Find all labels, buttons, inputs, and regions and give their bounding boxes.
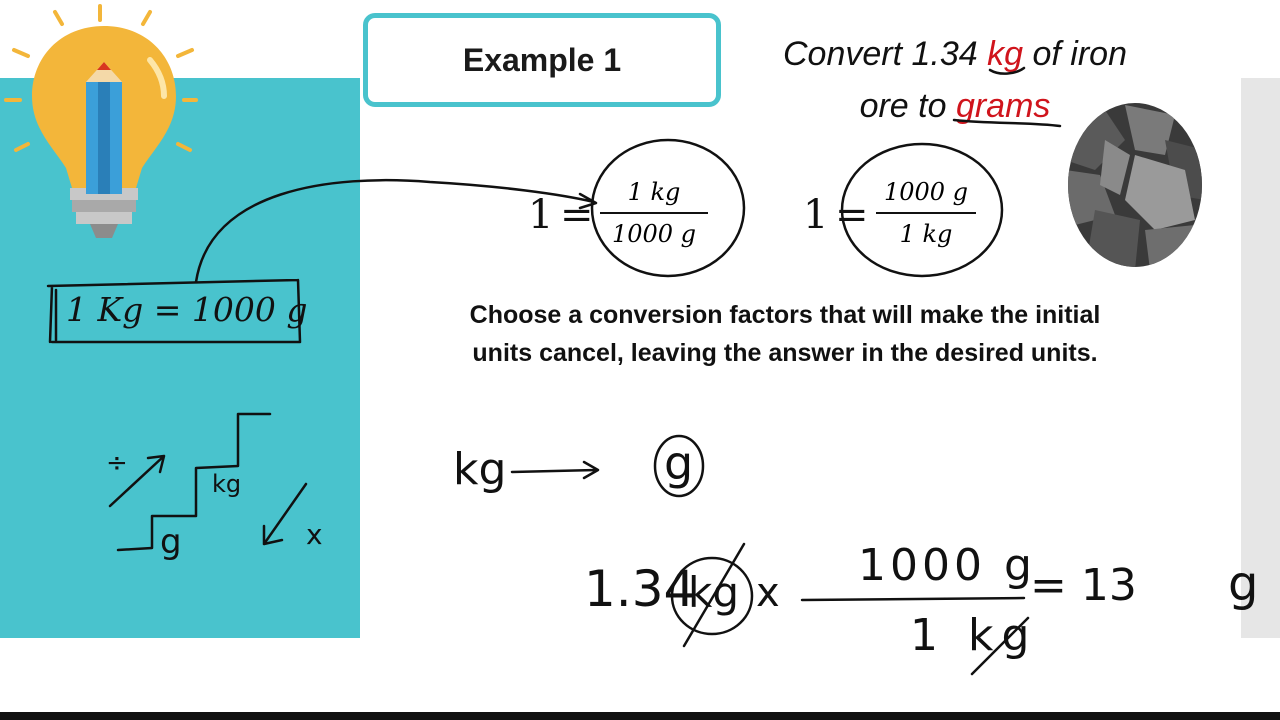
question-unit-grams: grams — [955, 87, 1051, 125]
equivalence-box — [46, 278, 302, 344]
link-arrow — [194, 178, 598, 284]
stairs-divide-label: ÷ — [106, 448, 128, 478]
path-to-unit: g — [664, 436, 694, 490]
question-part: of iron — [1023, 35, 1127, 73]
right-grey-strip — [1241, 78, 1280, 638]
path-arrow — [510, 460, 600, 480]
question-text: Convert 1.34 kg of iron ore to grams — [745, 28, 1165, 132]
factor2-equals: = — [835, 192, 869, 238]
factor1-one: 1 — [528, 192, 554, 238]
g-circle — [653, 434, 705, 498]
idea-bulb-pencil-icon — [4, 4, 198, 238]
calc-numerator: 1000 g — [858, 540, 1036, 591]
calc-given-value: 1.34 — [584, 560, 696, 618]
teal-side-panel — [0, 78, 360, 638]
down-arrow — [262, 482, 308, 546]
factor2-one: 1 — [803, 192, 829, 238]
factor1-circle — [590, 138, 746, 278]
question-part: ore to — [859, 87, 956, 125]
calc-fraction-bar — [800, 596, 1026, 602]
equivalence-statement: 1 Kg = 1000 g — [66, 290, 308, 329]
factor2-fraction: 1000 g 1 kg — [876, 178, 976, 248]
factor1-numerator: 1 kg — [627, 178, 681, 206]
factor1-denominator: 1000 g — [611, 220, 697, 248]
up-arrow — [108, 454, 166, 508]
denominator-strike — [970, 616, 1030, 676]
instruction-text: Choose a conversion factors that will ma… — [469, 301, 1101, 367]
bottom-bar — [0, 712, 1280, 720]
stairs-steps — [116, 412, 272, 552]
calc-times: x — [756, 570, 780, 616]
factor1-fraction: 1 kg 1000 g — [600, 178, 708, 248]
question-part: Convert 1.34 — [783, 35, 988, 73]
fraction-bar — [876, 212, 976, 214]
question-unit-kg: kg — [987, 35, 1024, 73]
calc-given-unit: kg — [688, 568, 739, 617]
stairs-upper-label: kg — [212, 470, 242, 498]
example-title: Example 1 — [462, 41, 622, 78]
calc-answer-unit: g — [1228, 556, 1259, 612]
factor2-circle — [840, 142, 1004, 278]
factor2-numerator: 1000 g — [883, 178, 969, 206]
stairs-multiply-label: x — [306, 518, 323, 551]
kg-strike — [682, 542, 746, 648]
stairs-lower-label: g — [160, 522, 182, 562]
kg-underline — [988, 66, 1026, 75]
kg-cancel-circle — [670, 556, 754, 636]
factor2-denominator: 1 kg — [899, 220, 953, 248]
fraction-bar — [600, 212, 708, 214]
path-from-unit: kg — [453, 444, 507, 495]
grams-underline — [952, 118, 1062, 128]
iron-ore-image — [1068, 103, 1202, 267]
example-title-box: Example 1 — [363, 13, 721, 107]
calc-result: = 13 — [1030, 560, 1137, 611]
